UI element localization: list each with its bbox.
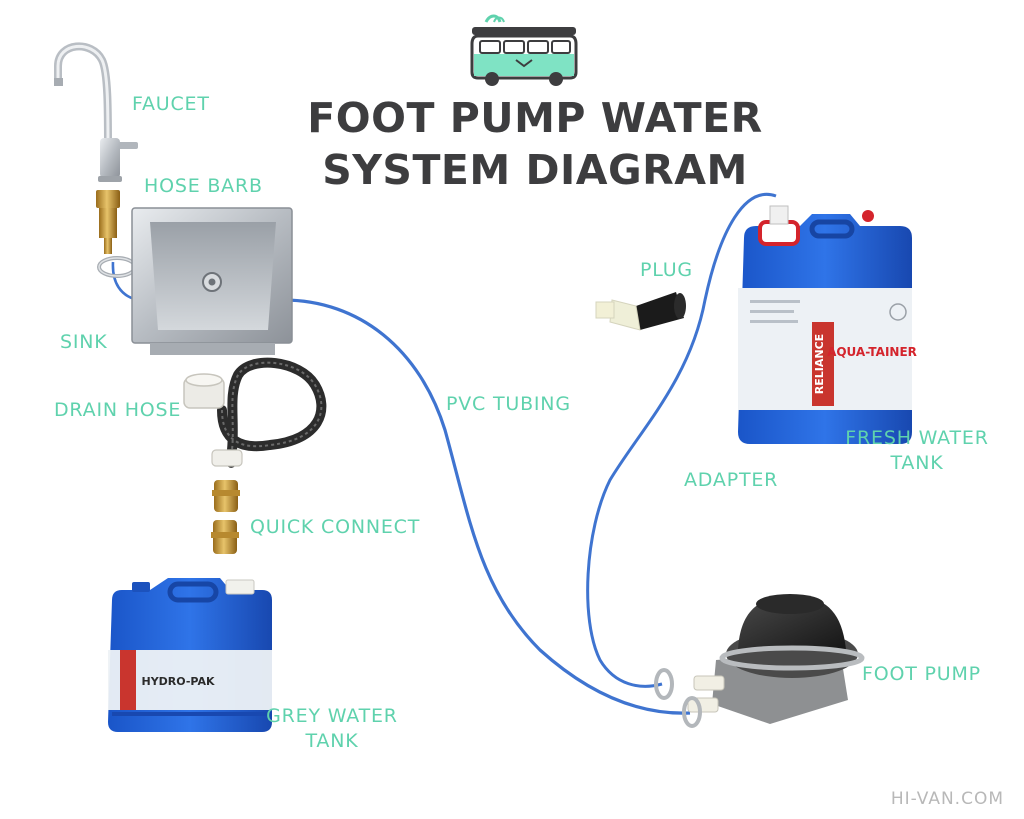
page-title: FOOT PUMP WATER SYSTEM DIAGRAM [250,92,820,196]
fresh-tank-model-text: AQUA-TAINER [827,345,917,359]
label-grey-water-tank-line-1: GREY WATER [266,705,398,727]
van-logo-icon [470,14,578,86]
drain-hose-icon [183,357,327,468]
label-foot-pump: FOOT PUMP [862,663,981,685]
label-faucet: FAUCET [132,93,210,115]
label-grey-water-tank-line-2: TANK [305,730,359,752]
label-hose-barb: HOSE BARB [144,175,263,197]
pvc-tubing-tank-to-pump [586,192,777,688]
title-line-1: FOOT PUMP WATER [307,94,763,142]
plug-icon [595,292,686,331]
grey-tank-model-text: HYDRO-PAK [142,675,215,688]
grey-water-tank-icon: HYDRO-PAK [108,578,272,732]
label-adapter: ADAPTER [684,469,779,491]
label-fresh-water-tank-line-2: TANK [890,452,944,474]
sink-icon [131,207,293,355]
label-fresh-water-tank-line-1: FRESH WATER [845,427,989,449]
label-grey-water-tank: GREY WATER TANK [262,704,402,754]
site-credit: HI-VAN.COM [890,789,1004,809]
fresh-water-tank-icon: RELIANCE AQUA-TAINER [738,205,917,444]
label-sink: SINK [60,331,108,353]
pvc-tubing-sink-to-pump [282,298,691,715]
quick-connect-icon [211,480,240,554]
label-pvc-tubing: PVC TUBING [446,393,571,415]
foot-pump-icon [654,594,865,728]
hose-barb-icon [96,190,137,278]
title-line-2: SYSTEM DIAGRAM [322,146,748,194]
label-plug: PLUG [640,259,693,281]
fresh-tank-brand-text: RELIANCE [813,334,826,394]
faucet-icon [54,42,138,182]
label-fresh-water-tank: FRESH WATER TANK [844,426,990,476]
label-drain-hose: DRAIN HOSE [54,399,182,421]
label-quick-connect: QUICK CONNECT [250,516,421,538]
